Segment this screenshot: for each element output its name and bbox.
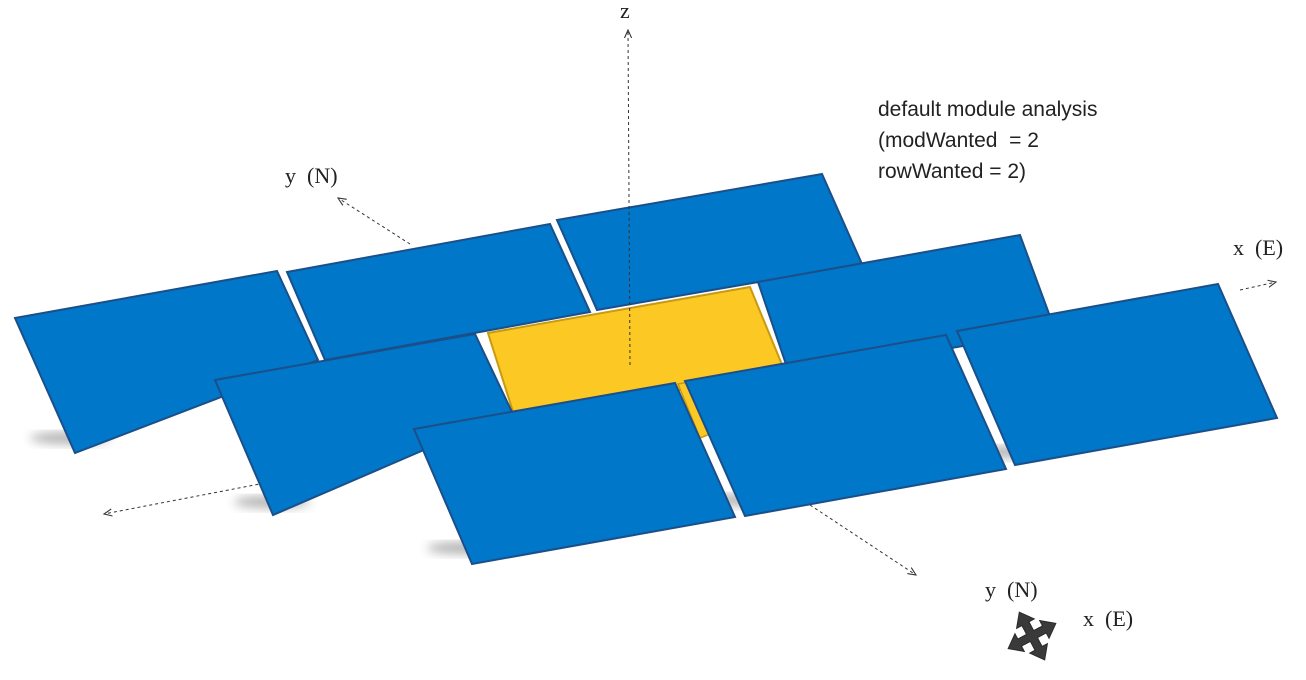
module-row-middle [13, 233, 1057, 455]
module-row-front [412, 333, 1008, 566]
annotation-line-2: (modWanted = 2 [878, 129, 1039, 152]
x-axis-label: x (E) [1233, 235, 1283, 260]
annotation-line-3: rowWanted = 2) [878, 160, 1026, 183]
solar-module [13, 269, 320, 455]
y-axis-positive [338, 198, 411, 245]
z-axis-label: z [620, 0, 630, 23]
y-axis-negative [809, 504, 916, 575]
solar-module [285, 222, 592, 362]
x-axis-positive [1239, 282, 1276, 291]
solar-module [683, 333, 1008, 518]
solar-module [412, 381, 737, 566]
module-row-front-middle [213, 282, 1279, 517]
axis-lines-back [104, 198, 1276, 575]
module-row-back [285, 172, 864, 362]
annotation-line-1: default module analysis [878, 98, 1097, 121]
x-axis-negative [104, 481, 271, 514]
z-axis [628, 30, 630, 366]
y-axis-label: y (N) [285, 163, 338, 188]
solar-module [955, 282, 1279, 467]
orientation-compass: y (N) x (E) [985, 577, 1133, 661]
compass-y-label: y (N) [985, 577, 1038, 602]
four-way-arrow-icon [1007, 611, 1057, 661]
analysis-annotation: default module analysis (modWanted = 2 r… [878, 98, 1097, 183]
compass-x-label: x (E) [1083, 606, 1133, 631]
